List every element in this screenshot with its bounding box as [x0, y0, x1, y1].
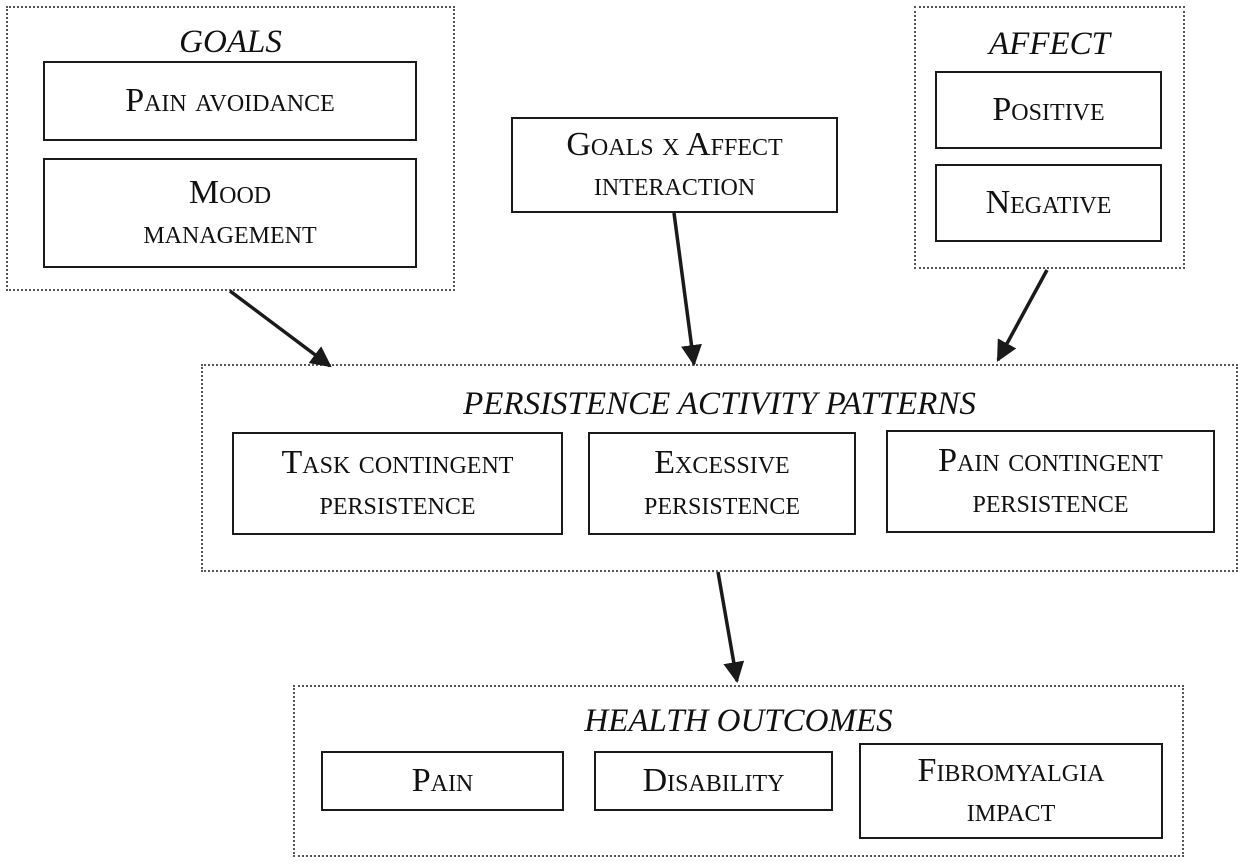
affect-group: AFFECT Positive Negative	[914, 6, 1185, 269]
fibromyalgia-label-line1: Fibromyalgia	[917, 751, 1105, 789]
positive-label: Positive	[992, 90, 1105, 128]
arrow-affect-to-persistence	[996, 269, 1049, 362]
task-contingent-label-line2: persistence	[319, 484, 476, 522]
goals-affect-interaction-box: Goals x Affect interaction	[511, 117, 838, 213]
goals-group: GOALS Pain avoidance Mood management	[6, 6, 455, 291]
goals-title: GOALS	[179, 24, 282, 60]
excessive-label-line1: Excessive	[654, 444, 790, 482]
fibromyalgia-impact-box: Fibromyalgia impact	[859, 743, 1163, 839]
excessive-persistence-box: Excessive persistence	[588, 432, 856, 535]
persistence-title: PERSISTENCE ACTIVITY PATTERNS	[463, 386, 976, 422]
pain-avoidance-label: Pain avoidance	[125, 81, 335, 119]
persistence-group: PERSISTENCE ACTIVITY PATTERNS Task conti…	[201, 364, 1238, 572]
pain-avoidance-box: Pain avoidance	[43, 61, 417, 141]
negative-label: Negative	[985, 183, 1112, 221]
disability-box: Disability	[594, 751, 833, 811]
pain-outcome-box: Pain	[321, 751, 564, 811]
task-contingent-persistence-box: Task contingent persistence	[232, 432, 563, 535]
disability-label: Disability	[642, 761, 785, 799]
pain-contingent-label-line1: Pain contingent	[938, 442, 1163, 480]
arrow-goals-to-persistence	[228, 289, 332, 368]
mood-management-box: Mood management	[43, 158, 417, 268]
negative-box: Negative	[935, 164, 1162, 242]
interaction-label-line2: interaction	[593, 166, 756, 203]
fibromyalgia-label-line2: impact	[966, 792, 1056, 829]
health-outcomes-title: HEALTH OUTCOMES	[584, 703, 893, 739]
pain-contingent-persistence-box: Pain contingent persistence	[886, 430, 1215, 533]
positive-box: Positive	[935, 71, 1162, 149]
mood-management-label-line1: Mood	[188, 173, 272, 211]
arrow-persistence-to-outcomes	[716, 571, 745, 684]
mood-management-label-line2: management	[143, 214, 317, 251]
pain-outcome-label: Pain	[411, 761, 474, 799]
arrow-interaction-to-persistence	[672, 212, 702, 367]
health-outcomes-group: HEALTH OUTCOMES Pain Disability Fibromya…	[293, 685, 1184, 857]
affect-title: AFFECT	[989, 26, 1110, 62]
interaction-label-line1: Goals x Affect	[566, 125, 783, 163]
task-contingent-label-line1: Task contingent	[281, 444, 514, 482]
pain-contingent-label-line2: persistence	[972, 482, 1129, 520]
excessive-label-line2: persistence	[643, 484, 801, 522]
